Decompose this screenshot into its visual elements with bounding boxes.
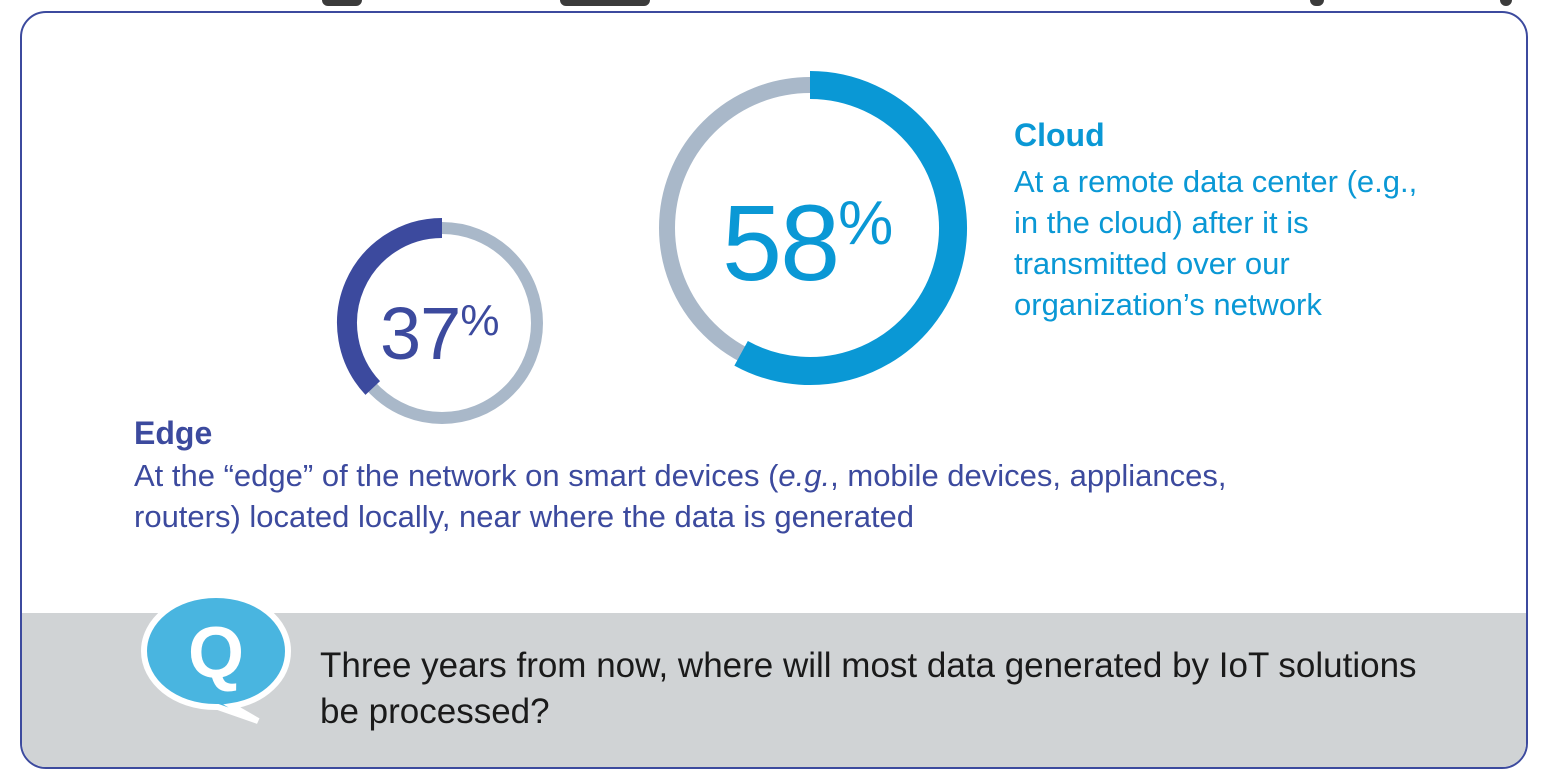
cloud-donut-arc — [734, 71, 967, 385]
edge-description-eg: e.g. — [778, 458, 831, 493]
question-text: Three years from now, where will most da… — [320, 646, 1417, 731]
edge-title: Edge — [134, 415, 213, 451]
edge-donut-svg — [337, 218, 543, 424]
edge-description-part-1: At the “edge” of the network on smart de… — [134, 458, 779, 493]
edge-donut-arc — [337, 218, 443, 395]
edge-percentage-value: 37 — [380, 292, 461, 375]
edge-percentage-label: 37% — [380, 297, 499, 371]
question-bubble-shape — [140, 591, 292, 724]
cloud-donut-chart — [656, 53, 986, 403]
cloud-percentage-value: 58 — [722, 182, 840, 303]
edge-annotation: Edge At the “edge” of the network on sma… — [134, 415, 1314, 537]
edge-description-part-2: , mobile devices, appliances, routers) l… — [134, 458, 1227, 534]
question-bubble-icon: Q — [136, 591, 296, 730]
cloud-donut-svg — [659, 71, 967, 385]
question-bubble-letter: Q — [188, 613, 244, 693]
edge-percent-sign: % — [460, 296, 500, 345]
cloud-annotation: Cloud At a remote data center (e.g., in … — [1014, 117, 1434, 325]
cropped-header-fragment — [0, 0, 1544, 10]
cloud-percentage-label: 58% — [722, 189, 893, 297]
survey-result-card: 58% 37% Cloud At a remote data center (e… — [20, 11, 1528, 769]
cloud-title: Cloud — [1014, 117, 1105, 153]
edge-donut-chart — [332, 213, 552, 437]
edge-description: At the “edge” of the network on smart de… — [134, 455, 1314, 537]
cloud-percent-sign: % — [838, 189, 894, 258]
cloud-description: At a remote data center (e.g., in the cl… — [1014, 164, 1418, 322]
